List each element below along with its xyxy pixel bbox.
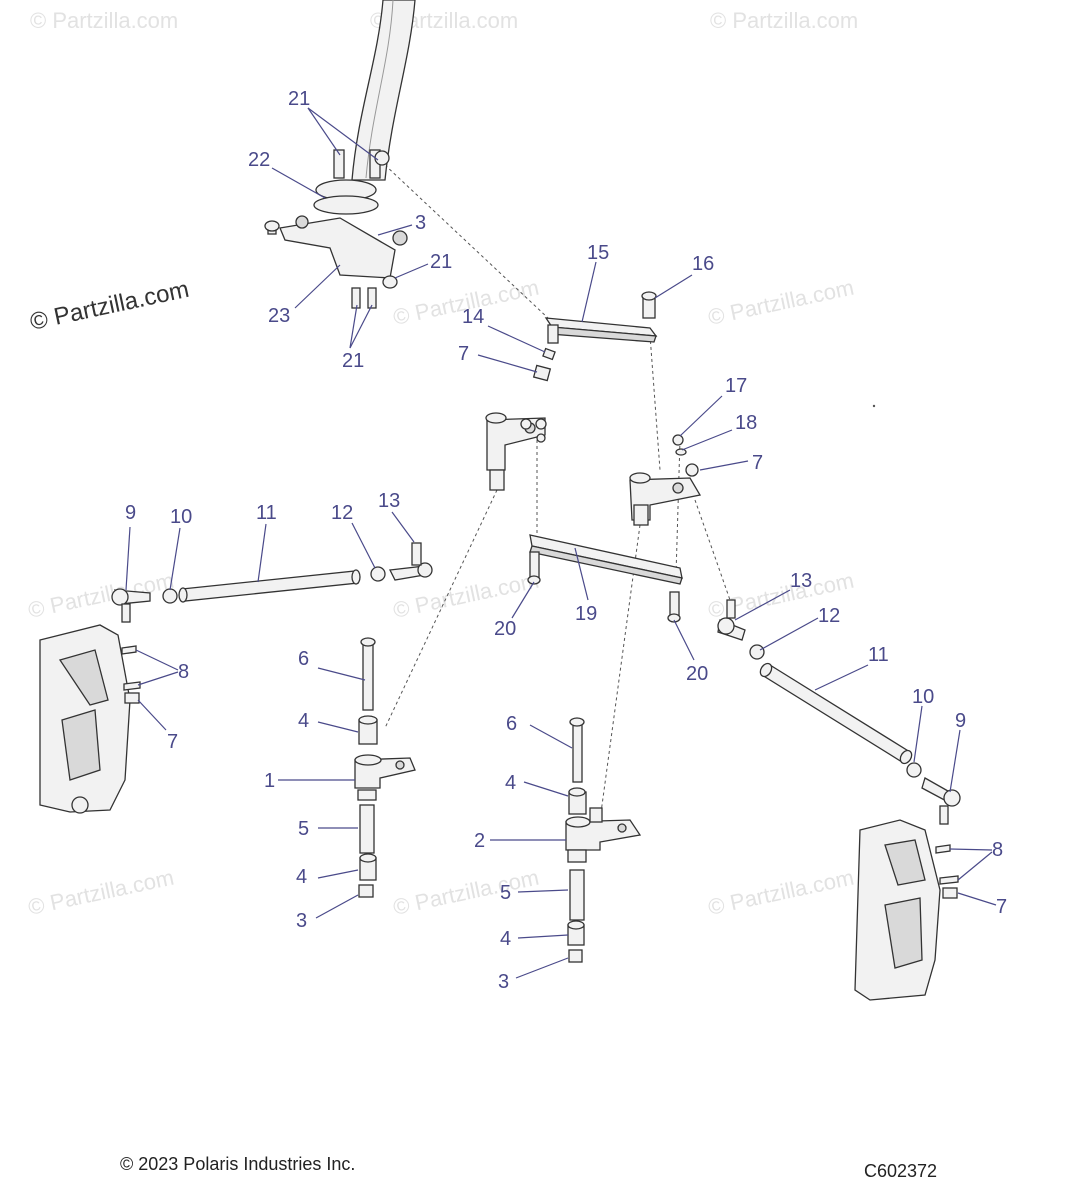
stray-dot: [872, 404, 876, 408]
callout-17: 17: [725, 375, 747, 397]
watermark-main: © Partzilla.com: [28, 276, 192, 336]
callout-6: 6: [506, 713, 517, 735]
callout-20: 20: [494, 618, 516, 640]
steering-column: [313, 0, 416, 215]
callout-21: 21: [430, 251, 452, 273]
callout-19: 19: [575, 603, 597, 625]
callout-18: 18: [735, 412, 757, 434]
callout-12: 12: [818, 605, 840, 627]
callout-8: 8: [178, 661, 189, 683]
tie-rod-left: [111, 542, 433, 623]
watermark: © Partzilla.com: [30, 8, 178, 33]
callout-3: 3: [296, 910, 307, 932]
callout-20: 20: [686, 663, 708, 685]
idler-arm-left: [485, 412, 547, 491]
knuckle-right: [854, 819, 959, 1001]
pitman-arm: [532, 291, 658, 382]
tie-rod-right: [717, 599, 961, 825]
callout-22: 22: [248, 149, 270, 171]
watermark: © Partzilla.com: [26, 865, 176, 920]
center-link: [527, 534, 683, 623]
callout-7: 7: [996, 896, 1007, 918]
callout-8: 8: [992, 839, 1003, 861]
callout-6: 6: [298, 648, 309, 670]
callout-7: 7: [458, 343, 469, 365]
bellcrank-left-stack: [354, 637, 416, 898]
callout-4: 4: [500, 928, 511, 950]
callout-21: 21: [288, 88, 310, 110]
callout-12: 12: [331, 502, 353, 524]
callout-7: 7: [752, 452, 763, 474]
diagram-code: C602372: [864, 1161, 937, 1181]
callout-14: 14: [462, 306, 484, 328]
watermark: © Partzilla.com: [706, 865, 856, 920]
idler-arm-right: [629, 434, 702, 526]
callout-21: 21: [342, 350, 364, 372]
watermark: © Partzilla.com: [26, 568, 176, 623]
callout-5: 5: [298, 818, 309, 840]
callout-15: 15: [587, 242, 609, 264]
callout-3: 3: [415, 212, 426, 234]
callout-2: 2: [474, 830, 485, 852]
callout-4: 4: [298, 710, 309, 732]
leader-lines: [125, 107, 997, 979]
column-bracket: [264, 215, 408, 309]
callout-1: 1: [264, 770, 275, 792]
callout-7: 7: [167, 731, 178, 753]
callout-11: 11: [256, 502, 277, 524]
callout-11: 11: [868, 644, 889, 666]
callout-10: 10: [170, 506, 192, 528]
callout-9: 9: [125, 502, 136, 524]
callout-9: 9: [955, 710, 966, 732]
copyright-text: © 2023 Polaris Industries Inc.: [120, 1154, 355, 1174]
bellcrank-right-stack: [565, 717, 642, 963]
watermark: © Partzilla.com: [706, 275, 856, 330]
watermark: © Partzilla.com: [710, 8, 858, 33]
callouts: 21 22 3 21 23 21 15 16 14 7 17 18 7 9 10…: [125, 88, 1007, 993]
callout-13: 13: [790, 570, 812, 592]
callout-3: 3: [498, 971, 509, 993]
callout-10: 10: [912, 686, 934, 708]
callout-16: 16: [692, 253, 714, 275]
knuckle-left: [39, 624, 141, 814]
callout-23: 23: [268, 305, 290, 327]
callout-4: 4: [296, 866, 307, 888]
callout-4: 4: [505, 772, 516, 794]
callout-5: 5: [500, 882, 511, 904]
callout-13: 13: [378, 490, 400, 512]
